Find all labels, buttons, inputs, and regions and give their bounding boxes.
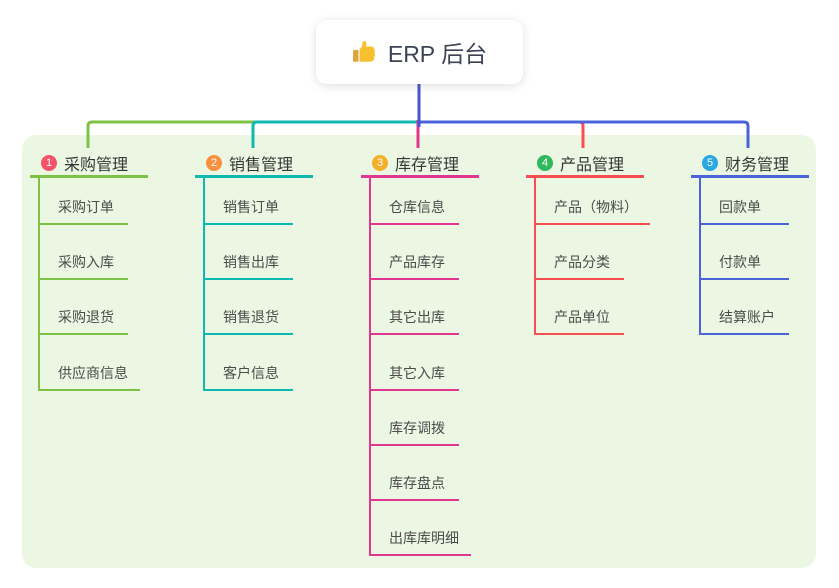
branch-purchase: 1 采购管理 采购订单 采购入库 采购退货 供应商信息 (30, 150, 148, 391)
leaf-node[interactable]: 仓库信息 (371, 178, 459, 225)
branch-label: 采购管理 (64, 156, 129, 174)
leaf-node[interactable]: 其它入库 (371, 335, 459, 391)
branch-label: 产品管理 (560, 156, 625, 174)
branch-node[interactable]: 2 销售管理 (195, 150, 313, 178)
branch-children: 销售订单 销售出库 销售退货 客户信息 (203, 178, 313, 391)
branch-children: 产品（物料） 产品分类 产品单位 (534, 178, 650, 336)
leaf-node[interactable]: 销售订单 (205, 178, 293, 225)
leaf-node[interactable]: 产品库存 (371, 225, 459, 281)
branch-children: 回款单 付款单 结算账户 (699, 178, 809, 336)
branch-number-badge: 2 (206, 154, 222, 171)
branch-node[interactable]: 3 库存管理 (361, 150, 479, 178)
leaf-node[interactable]: 供应商信息 (40, 335, 140, 391)
branch-children: 仓库信息 产品库存 其它出库 其它入库 库存调拨 库存盘点 出库库明细 (369, 178, 479, 557)
branch-number-badge: 4 (537, 154, 553, 171)
leaf-node[interactable]: 产品分类 (536, 225, 624, 281)
branches-panel (22, 135, 816, 568)
branch-label: 销售管理 (229, 156, 294, 174)
leaf-node[interactable]: 出库库明细 (371, 501, 471, 557)
branch-children: 采购订单 采购入库 采购退货 供应商信息 (38, 178, 148, 391)
branch-label: 财务管理 (725, 156, 790, 174)
leaf-node[interactable]: 库存调拨 (371, 391, 459, 446)
branch-sales: 2 销售管理 销售订单 销售出库 销售退货 客户信息 (195, 150, 313, 391)
thumbs-up-icon (352, 41, 375, 62)
branch-node[interactable]: 4 产品管理 (526, 150, 644, 178)
leaf-node[interactable]: 回款单 (701, 178, 789, 225)
root-node[interactable]: ERP 后台 (316, 20, 523, 84)
root-label: ERP 后台 (387, 41, 488, 67)
leaf-node[interactable]: 采购订单 (40, 178, 128, 225)
leaf-node[interactable]: 采购入库 (40, 225, 128, 281)
leaf-node[interactable]: 库存盘点 (371, 446, 459, 501)
leaf-node[interactable]: 其它出库 (371, 280, 459, 336)
branch-number-badge: 3 (372, 154, 388, 171)
leaf-node[interactable]: 结算账户 (701, 280, 789, 336)
leaf-node[interactable]: 产品单位 (536, 280, 624, 336)
leaf-node[interactable]: 销售退货 (205, 280, 293, 336)
branch-node[interactable]: 5 财务管理 (691, 150, 809, 178)
leaf-node[interactable]: 产品（物料） (536, 178, 650, 225)
branch-number-badge: 5 (702, 154, 718, 171)
branch-finance: 5 财务管理 回款单 付款单 结算账户 (691, 150, 809, 336)
leaf-node[interactable]: 销售出库 (205, 225, 293, 281)
leaf-node[interactable]: 付款单 (701, 225, 789, 281)
branch-product: 4 产品管理 产品（物料） 产品分类 产品单位 (526, 150, 650, 336)
leaf-node[interactable]: 客户信息 (205, 335, 293, 391)
branch-node[interactable]: 1 采购管理 (30, 150, 148, 178)
branch-inventory: 3 库存管理 仓库信息 产品库存 其它出库 其它入库 库存调拨 库存盘点 出库库… (361, 150, 479, 557)
leaf-node[interactable]: 采购退货 (40, 280, 128, 336)
branch-label: 库存管理 (395, 156, 460, 174)
branch-number-badge: 1 (41, 154, 57, 171)
